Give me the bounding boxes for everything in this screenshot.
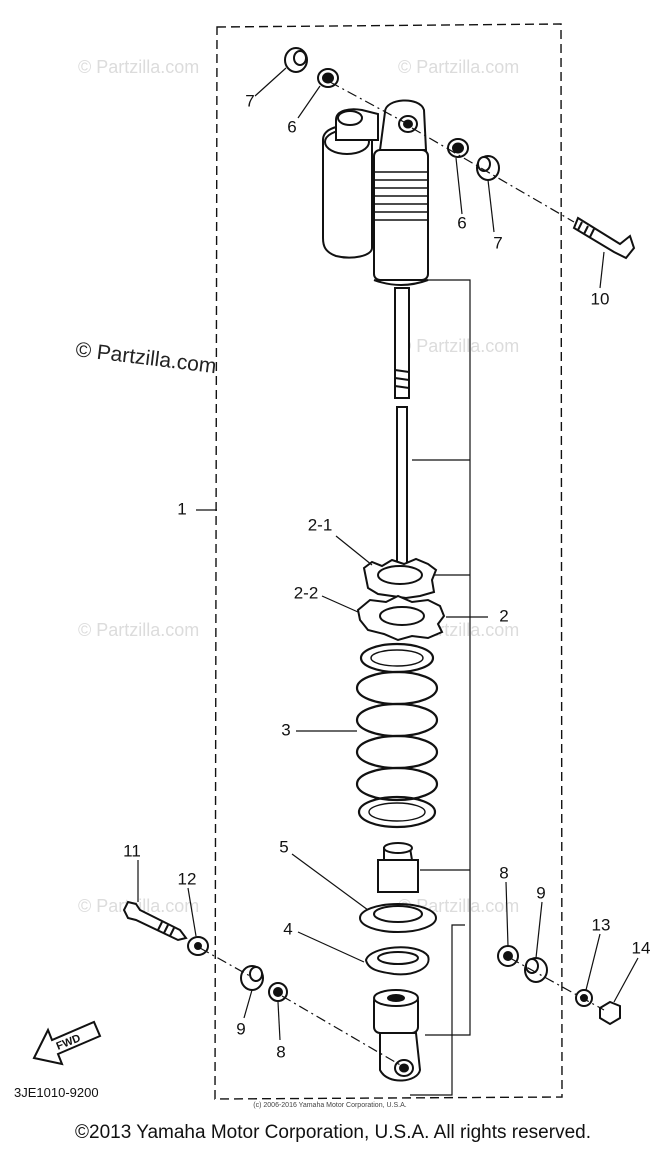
fwd-arrow-icon: FWD bbox=[32, 1020, 102, 1066]
callout-12: 12 bbox=[178, 869, 197, 888]
lower-clevis bbox=[373, 989, 422, 1082]
lower-clip bbox=[364, 946, 430, 976]
bottom-hardware bbox=[122, 900, 621, 1026]
bump-stop bbox=[377, 842, 419, 893]
callout-14: 14 bbox=[632, 938, 651, 957]
spring-adjuster-nut-upper bbox=[362, 557, 438, 600]
callout-10: 10 bbox=[591, 289, 610, 308]
callout-8-right: 8 bbox=[499, 863, 508, 882]
callout-7-right: 7 bbox=[493, 233, 502, 252]
watermark: © Partzilla.com bbox=[78, 896, 199, 916]
piston-shaft bbox=[394, 287, 410, 568]
callout-9-right: 9 bbox=[536, 883, 545, 902]
spring-seat bbox=[359, 903, 437, 933]
watermark-group: © Partzilla.com © Partzilla.com © Partzi… bbox=[74, 57, 519, 916]
callout-2: 2 bbox=[499, 606, 508, 625]
callout-11: 11 bbox=[123, 841, 141, 860]
watermark: © Partzilla.com bbox=[78, 57, 199, 77]
inner-copyright: (c) 2006-2016 Yamaha Motor Corporation, … bbox=[253, 1102, 406, 1109]
watermark: © Partzilla.com bbox=[398, 336, 519, 356]
assembly-bracket bbox=[410, 279, 471, 1096]
callout-13: 13 bbox=[592, 915, 611, 934]
watermark: © Partzilla.com bbox=[398, 57, 519, 77]
callout-2-2: 2-2 bbox=[294, 583, 319, 602]
callout-1: 1 bbox=[177, 499, 186, 518]
callout-7-top: 7 bbox=[245, 91, 254, 110]
callout-5: 5 bbox=[279, 837, 288, 856]
callout-8-left: 8 bbox=[276, 1042, 285, 1061]
axis-lines bbox=[199, 81, 605, 1067]
callout-4: 4 bbox=[283, 919, 292, 938]
part-number: 3JE1010-9200 bbox=[14, 1085, 99, 1100]
callout-3: 3 bbox=[281, 720, 290, 739]
callout-2-1: 2-1 bbox=[308, 515, 333, 534]
top-hardware bbox=[284, 47, 636, 260]
callout-6-top: 6 bbox=[287, 117, 296, 136]
callout-9-left: 9 bbox=[236, 1019, 245, 1038]
reservoir bbox=[322, 108, 379, 259]
coil-spring bbox=[355, 642, 439, 829]
shock-body bbox=[373, 99, 429, 286]
callouts: 7 6 6 7 10 1 2-1 2-2 2 3 5 4 11 12 8 9 1… bbox=[123, 91, 650, 1061]
footer-copyright: ©2013 Yamaha Motor Corporation, U.S.A. A… bbox=[75, 1122, 591, 1143]
spring-adjuster-nut-lower bbox=[356, 594, 446, 642]
callout-6-right: 6 bbox=[457, 213, 466, 232]
leader-lines bbox=[137, 67, 639, 1041]
watermark-main: © Partzilla.com bbox=[74, 338, 217, 378]
watermark: © Partzilla.com bbox=[78, 620, 199, 640]
assembly-boundary bbox=[214, 23, 563, 1100]
